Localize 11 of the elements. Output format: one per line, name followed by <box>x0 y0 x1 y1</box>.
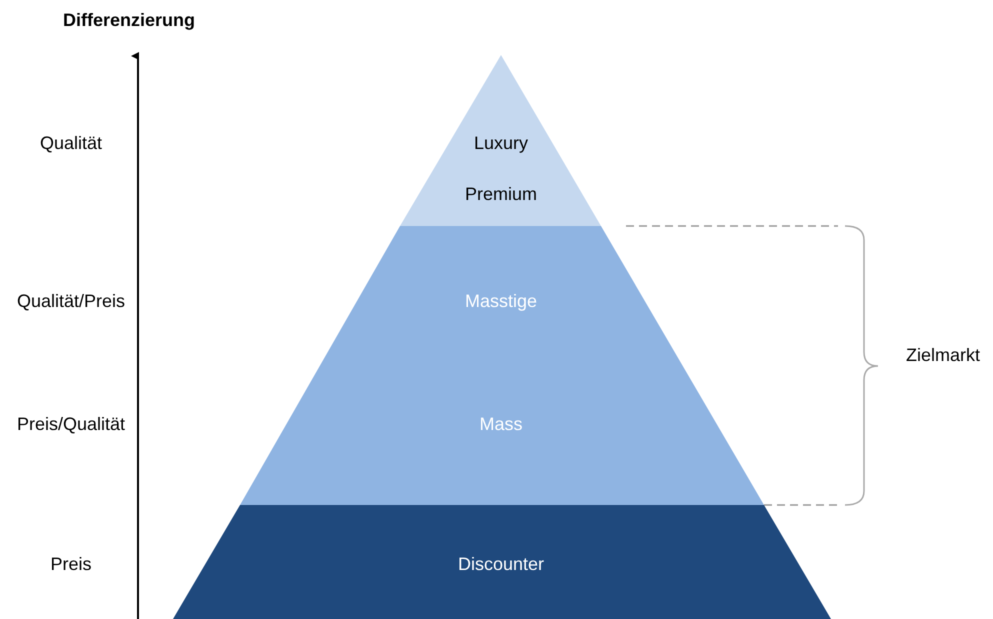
axis-label: Preis <box>50 553 92 575</box>
axis-label: Qualität/Preis <box>16 290 126 312</box>
bracket-label: Zielmarkt <box>906 344 980 366</box>
tier-label: Mass <box>480 413 522 435</box>
tier-label: Discounter <box>458 553 544 575</box>
tier-label: Premium <box>465 183 537 205</box>
tier-label: Luxury <box>474 132 528 154</box>
axis-title: Differenzierung <box>63 9 196 31</box>
axis-label: Qualität <box>40 132 102 154</box>
tier-label: Masstige <box>464 290 538 312</box>
axis-label: Preis/Qualität <box>16 413 126 435</box>
